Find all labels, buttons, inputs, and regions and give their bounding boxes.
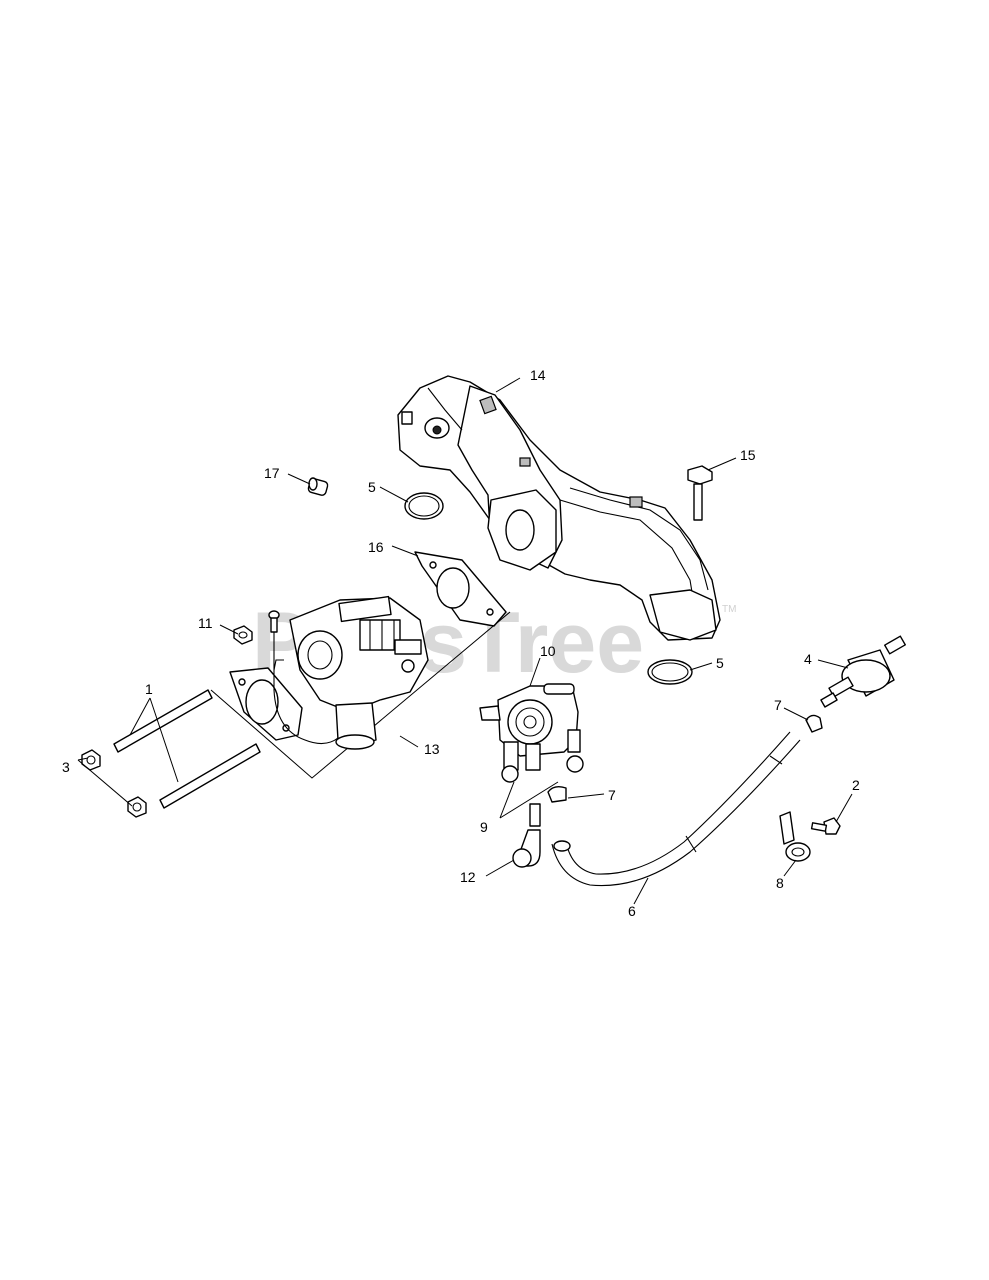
- callout-7-lower: 7: [608, 787, 616, 803]
- callout-15: 15: [740, 447, 756, 463]
- bolt-15: [687, 465, 713, 521]
- studs-1: [113, 689, 261, 809]
- fuel-filter-4: [820, 635, 906, 708]
- clip-8: [779, 811, 811, 862]
- callout-2: 2: [852, 777, 860, 793]
- callout-16: 16: [368, 539, 384, 555]
- screw-2: [810, 817, 841, 835]
- clamp-7-upper: [805, 714, 823, 733]
- fuel-hose-6: [551, 731, 801, 887]
- fittings-9: [499, 729, 584, 819]
- callout-1: 1: [145, 681, 153, 697]
- fuel-pump-10: [479, 683, 579, 757]
- carburetor-assembly-13: [210, 595, 511, 779]
- callout-17: 17: [264, 465, 280, 481]
- callout-3: 3: [62, 759, 70, 775]
- callout-5-lower: 5: [716, 655, 724, 671]
- nut-11: [233, 625, 253, 645]
- callout-7-upper: 7: [774, 697, 782, 713]
- callout-12: 12: [460, 869, 476, 885]
- gasket-5-upper: [404, 492, 444, 520]
- callout-5-upper: 5: [368, 479, 376, 495]
- nut-17: [307, 477, 329, 496]
- callout-9: 9: [480, 819, 488, 835]
- callout-10: 10: [540, 643, 556, 659]
- nuts-3: [77, 749, 147, 818]
- intake-manifold: [397, 375, 721, 641]
- clamp-7-lower: [547, 785, 567, 803]
- leader-lines: [219, 377, 853, 905]
- gasket-5-lower: [647, 659, 693, 685]
- callout-13: 13: [424, 741, 440, 757]
- elbow-fitting-12: [512, 803, 541, 868]
- gasket-16: [414, 551, 507, 627]
- watermark-trademark: TM: [722, 604, 736, 615]
- callout-labels: 1 2 3 4 5 5 6 7 7 8 9 10 11 12 13 14 15 …: [62, 367, 860, 919]
- callout-6: 6: [628, 903, 636, 919]
- callout-14: 14: [530, 367, 546, 383]
- callout-11: 11: [198, 615, 213, 631]
- callout-4: 4: [804, 651, 812, 667]
- callout-8: 8: [776, 875, 784, 891]
